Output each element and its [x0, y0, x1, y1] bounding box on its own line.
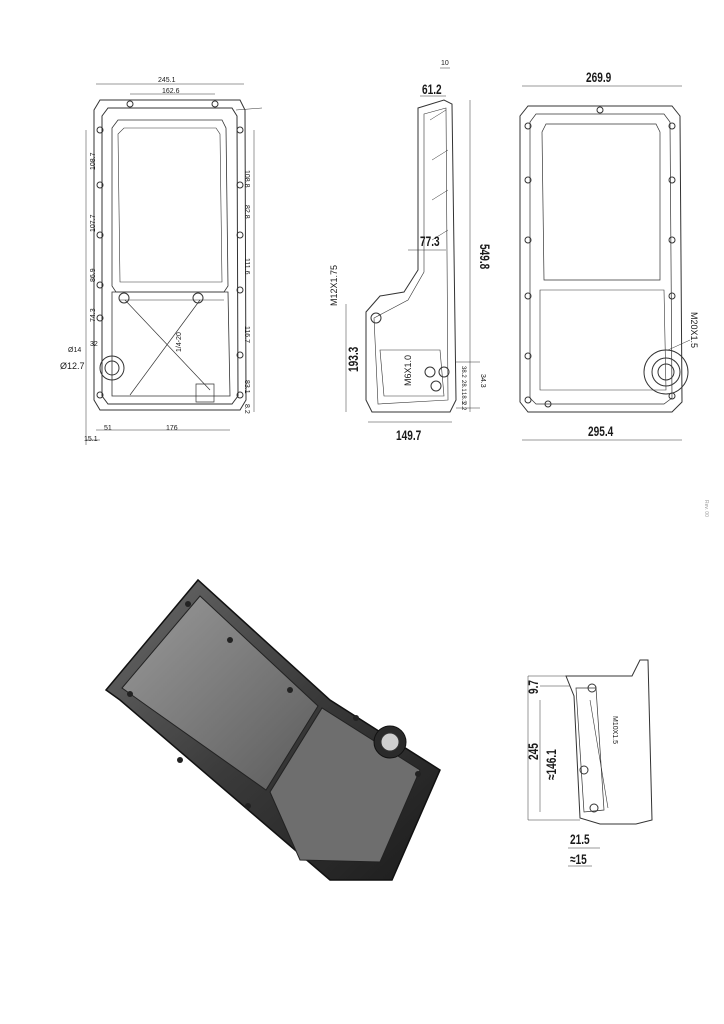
- dim-overall-width: 245.1: [158, 77, 176, 84]
- dim-small-1: 38.2: [460, 366, 466, 378]
- dim-right-2: 82.8: [243, 205, 250, 219]
- dim-right-3: 111.6: [243, 258, 250, 275]
- dim-height-5498: 549.8: [477, 244, 493, 270]
- dim-inner-width: 162.6: [162, 88, 180, 95]
- dim-bottom-2954: 295.4: [588, 423, 614, 439]
- thread-1-4-20: 1/4-20: [176, 332, 183, 352]
- dim-right-4: 116.7: [243, 326, 250, 343]
- dim-height-1933: 193.3: [345, 346, 361, 372]
- dim-detail-245: 245: [525, 743, 541, 760]
- dim-right-5: 83.1: [243, 380, 250, 394]
- thread-m10: M10X1.5: [611, 716, 618, 745]
- dim-detail-15: ≈15: [570, 851, 587, 867]
- dim-top-612: 61.2: [422, 81, 442, 97]
- thread-m6: M6X1.0: [403, 354, 413, 386]
- dim-right-6: 8.2: [243, 404, 250, 414]
- dim-bottom-151: 15.1: [84, 436, 98, 443]
- dim-32: 32: [90, 341, 98, 348]
- dim-small-2: 28.1: [460, 380, 466, 392]
- dim-detail-215: 21.5: [570, 831, 590, 847]
- dim-bottom-51: 51: [104, 425, 112, 432]
- dim-left-1: 108.7: [90, 152, 97, 170]
- dim-detail-97: 9.7: [525, 679, 541, 694]
- dim-left-2: 107.7: [90, 214, 97, 232]
- dim-small-343: 34.3: [479, 374, 486, 388]
- dim-detail-1461: ≈146.1: [543, 749, 559, 780]
- front-view-drawing: [85, 83, 263, 445]
- page-mark: Rev. 00: [703, 500, 709, 517]
- dim-top-10: 10: [441, 60, 449, 67]
- dim-mid-773: 77.3: [420, 233, 440, 249]
- dim-top-2699: 269.9: [586, 69, 612, 85]
- dim-bottom-176: 176: [166, 425, 178, 432]
- dim-diameter-14: Ø14: [68, 347, 82, 354]
- dim-left-3: 86.9: [90, 268, 97, 282]
- dim-right-1: 108.8: [243, 170, 250, 188]
- dim-left-4: 74.3: [90, 308, 97, 322]
- isometric-render: [104, 578, 441, 881]
- thread-m20: M20X1.5: [689, 312, 699, 349]
- thread-m12: M12X1.75: [329, 264, 339, 306]
- detail-section-view: [527, 659, 653, 867]
- dim-diameter-127: Ø12.7: [60, 361, 85, 371]
- dim-small-4: 2.2: [460, 402, 466, 411]
- dim-width-1497: 149.7: [396, 427, 422, 443]
- side-view-drawing: [345, 67, 480, 423]
- top-view-drawing: [519, 85, 691, 441]
